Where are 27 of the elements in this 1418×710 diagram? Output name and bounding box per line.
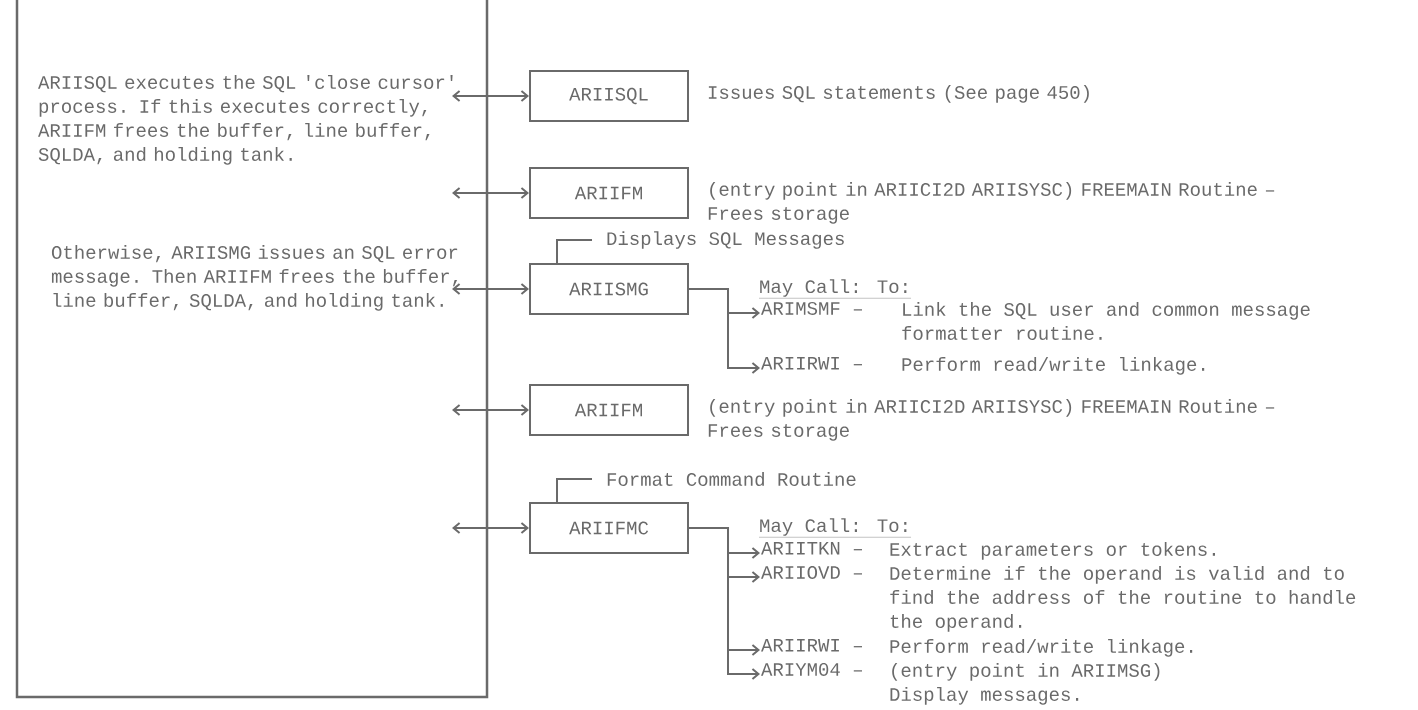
arrow [688, 288, 760, 374]
module-box: ARIIFM [529, 167, 689, 219]
routine-entry: ARIMSMF – Link the SQL user and common message formatter routine. [761, 302, 1310, 340]
arrow [452, 522, 529, 534]
arrow [452, 283, 529, 295]
routine-entry: ARIIRWI – Perform read/write linkage. [761, 357, 1205, 375]
paragraph-text: ARIISQL executes the SQL 'close cursor' process. If this executes correctly, ARIIFM frees the buffer, line buffer, SQLDA, and holding tank. [38, 75, 453, 165]
paragraph-text: Otherwise, ARIISMG issues an SQL error message. Then ARIIFM frees the buffer, line buffer, SQLDA, and holding tank. [51, 245, 458, 311]
arrow [688, 527, 760, 680]
arrow [452, 187, 529, 199]
description-text: Issues SQL statements (See page 450) [708, 85, 1089, 103]
routine-entry: ARIITKN – Extract parameters or tokens. [761, 542, 1215, 560]
heading-text: May Call: To: [758, 279, 912, 299]
routine-entry: ARIIRWI – Perform read/write linkage. [761, 639, 1193, 657]
description-text: (entry point in ARIICI2D ARIISYSC) FREEMAIN Routine – Frees storage [708, 182, 1275, 224]
routine-entry: ARIIOVD – Determine if the operand is valid and to find the address of the routine to handle the operand. [761, 566, 1356, 632]
heading-text: May Call: To: [758, 518, 912, 538]
module-box: ARIISMG [529, 263, 689, 315]
routine-entry: ARIYM04 – (entry point in ARIIMSG) Display messages. [761, 663, 1160, 705]
description-text: Format Command Routine [607, 472, 856, 486]
module-box: ARIISQL [529, 70, 689, 122]
module-box: ARIIFMC [529, 502, 689, 554]
description-text: (entry point in ARIICI2D ARIISYSC) FREEMAIN Routine – Frees storage [708, 399, 1275, 441]
arrow [452, 90, 529, 102]
arrow [452, 404, 529, 416]
module-box: ARIIFM [529, 384, 689, 436]
description-text: Displays SQL Messages [607, 231, 844, 249]
